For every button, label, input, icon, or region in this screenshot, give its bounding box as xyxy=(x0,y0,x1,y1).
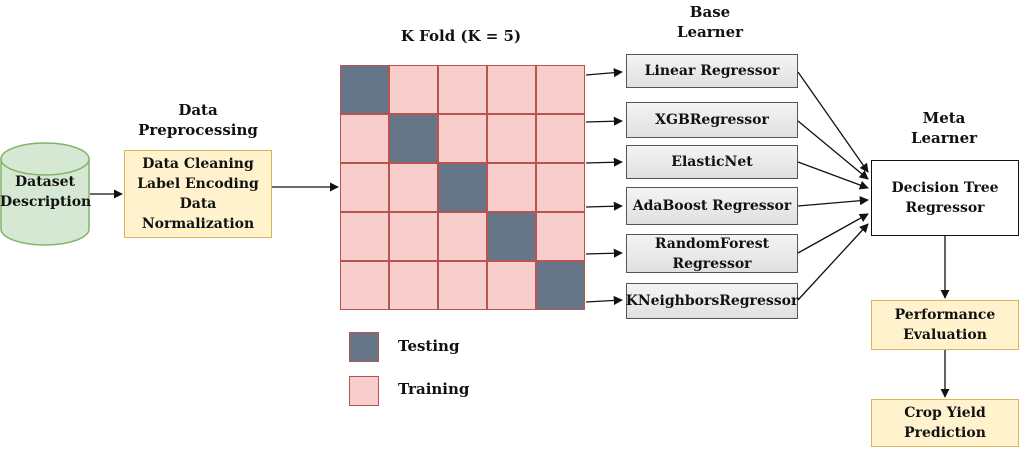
base-model-label: Linear Regressor xyxy=(644,63,780,79)
meta-model-label-line1: Decision Tree xyxy=(891,180,999,196)
training-swatch xyxy=(349,376,379,406)
meta-model-box: Decision Tree Regressor xyxy=(871,160,1019,236)
preprocessing-step: Normalization xyxy=(141,216,255,232)
arrow-fold-to-base xyxy=(585,68,623,78)
preprocessing-box: Data Cleaning Label Encoding Data Normal… xyxy=(124,150,272,238)
kfold-grid xyxy=(340,65,585,310)
arrow-base-to-meta xyxy=(797,120,869,180)
fold-cell-training xyxy=(536,163,585,212)
arrow-base-to-meta xyxy=(797,161,869,190)
preprocessing-step: Data xyxy=(179,196,217,212)
evaluation-line2: Evaluation xyxy=(903,327,987,343)
arrow-fold-to-base xyxy=(585,295,623,305)
fold-cell-training xyxy=(438,114,487,163)
preprocessing-title-line2: Preprocessing xyxy=(138,121,258,139)
meta-model-label-line2: Regressor xyxy=(905,200,985,216)
arrow-base-to-meta xyxy=(797,223,869,301)
crop-yield-prediction-box: Crop Yield Prediction xyxy=(871,399,1019,447)
arrow-base-to-meta xyxy=(797,71,869,173)
base-model-elasticnet: ElasticNet xyxy=(626,145,798,179)
base-model-label: XGBRegressor xyxy=(655,112,769,128)
fold-cell-training xyxy=(487,65,536,114)
fold-cell-training xyxy=(389,212,438,261)
base-model-label: AdaBoost Regressor xyxy=(632,198,792,214)
fold-cell-training xyxy=(438,261,487,310)
dataset-label-line2: Description xyxy=(0,194,92,210)
base-model-randomforest-regressor: RandomForest Regressor xyxy=(626,234,798,273)
preprocessing-step: Data Cleaning xyxy=(142,156,254,172)
fold-cell-training xyxy=(487,261,536,310)
base-learner-title-line1: Base xyxy=(689,3,731,21)
fold-cell-training xyxy=(438,65,487,114)
base-learner-title: Base Learner xyxy=(660,2,760,42)
base-learner-title-line2: Learner xyxy=(676,23,744,41)
fold-cell-testing xyxy=(389,114,438,163)
arrow-base-to-meta xyxy=(797,196,869,207)
arrow-fold-to-base xyxy=(585,157,623,167)
fold-cell-training xyxy=(340,212,389,261)
preprocessing-title-line1: Data xyxy=(178,101,218,119)
performance-evaluation-box: Performance Evaluation xyxy=(871,300,1019,350)
dataset-description: Dataset Description xyxy=(0,172,92,212)
meta-learner-title: Meta Learner xyxy=(894,108,994,148)
fold-cell-training xyxy=(340,163,389,212)
preprocessing-step: Label Encoding xyxy=(137,176,259,192)
fold-cell-training xyxy=(389,261,438,310)
prediction-line2: Prediction xyxy=(904,425,986,441)
arrow-fold-to-base xyxy=(585,116,623,126)
base-model-label: ElasticNet xyxy=(671,154,753,170)
base-model-kneighbors-regressor: KNeighborsRegressor xyxy=(626,283,798,319)
fold-cell-testing xyxy=(536,261,585,310)
base-model-adaboost-regressor: AdaBoost Regressor xyxy=(626,187,798,225)
dataset-cylinder-icon xyxy=(0,142,90,246)
legend-training-label: Training xyxy=(398,380,470,398)
legend-testing-label: Testing xyxy=(398,337,460,355)
prediction-line1: Crop Yield xyxy=(904,405,986,421)
fold-cell-training xyxy=(536,114,585,163)
fold-cell-testing xyxy=(340,65,389,114)
fold-cell-training xyxy=(340,261,389,310)
fold-cell-training xyxy=(389,65,438,114)
fold-cell-training xyxy=(340,114,389,163)
arrow-base-to-meta xyxy=(797,213,869,254)
testing-swatch xyxy=(349,332,379,362)
dataset-label-line1: Dataset xyxy=(14,174,75,190)
base-model-label: KNeighborsRegressor xyxy=(625,293,799,309)
preprocessing-title: Data Preprocessing xyxy=(138,100,258,140)
base-model-linear-regressor: Linear Regressor xyxy=(626,54,798,88)
arrow-fold-to-base xyxy=(585,248,623,258)
kfold-title: K Fold (K = 5) xyxy=(400,27,522,45)
base-model-label-line1: RandomForest xyxy=(654,235,770,252)
meta-learner-title-line2: Learner xyxy=(910,129,978,147)
fold-cell-testing xyxy=(438,163,487,212)
fold-cell-training xyxy=(389,163,438,212)
base-model-label-line2: Regressor xyxy=(672,255,752,272)
fold-cell-training xyxy=(536,65,585,114)
fold-cell-testing xyxy=(487,212,536,261)
meta-learner-title-line1: Meta xyxy=(922,109,966,127)
fold-cell-training xyxy=(487,163,536,212)
arrow-fold-to-base xyxy=(585,201,623,211)
fold-cell-training xyxy=(536,212,585,261)
fold-cell-training xyxy=(487,114,536,163)
base-model-xgb-regressor: XGBRegressor xyxy=(626,102,798,138)
evaluation-line1: Performance xyxy=(894,307,996,323)
fold-cell-training xyxy=(438,212,487,261)
